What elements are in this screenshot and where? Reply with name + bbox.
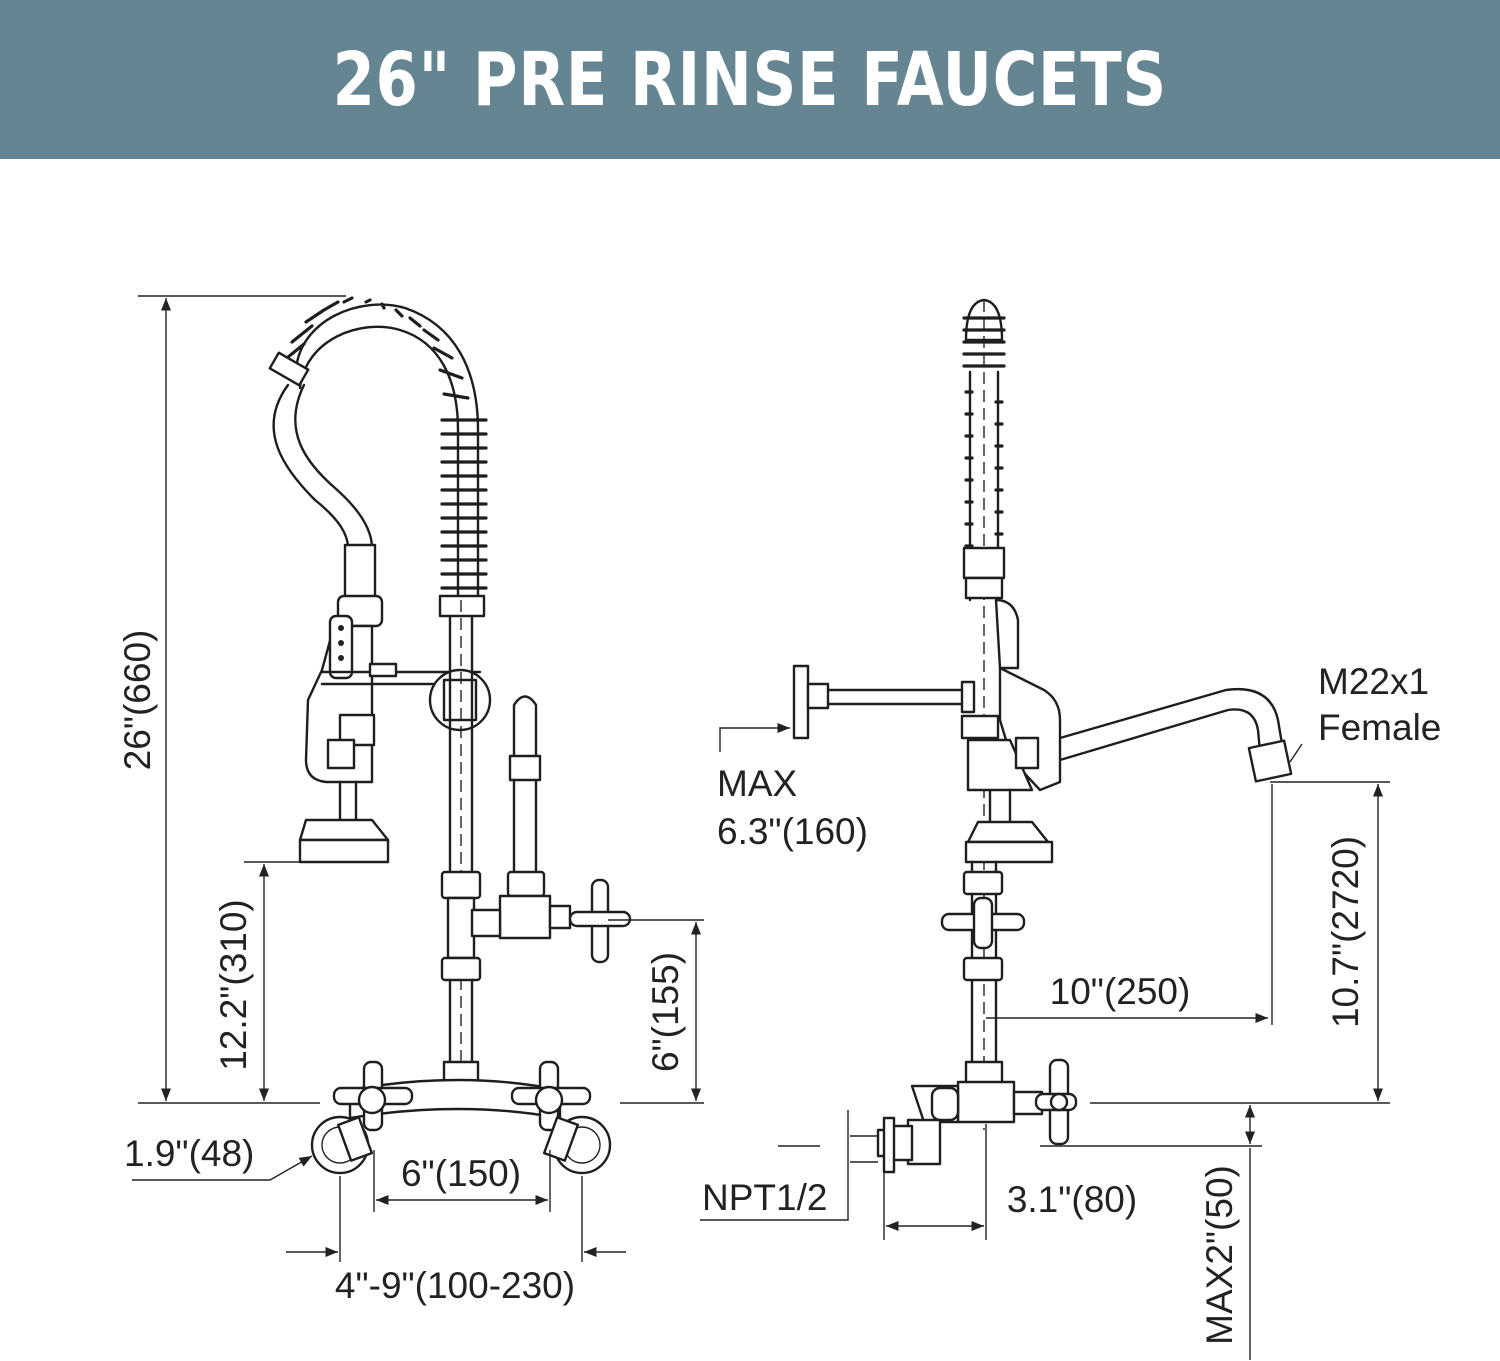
side-valve-handle xyxy=(1034,1058,1078,1146)
side-riser xyxy=(940,860,1026,1086)
page-title: 26" PRE RINSE FAUCETS xyxy=(332,36,1168,123)
valve-height-label: 6"(155) xyxy=(645,952,686,1072)
front-left-inlet xyxy=(310,1115,374,1175)
header-banner: 26" PRE RINSE FAUCETS xyxy=(0,0,1500,159)
front-spring-coil xyxy=(268,296,488,597)
side-addon-handle xyxy=(940,896,1026,950)
front-right-inlet xyxy=(542,1115,612,1175)
inlet-diameter-label: 1.9"(48) xyxy=(124,1133,254,1174)
spout-height-label: 10.7"(2720) xyxy=(1325,836,1366,1028)
side-bracket xyxy=(792,664,1000,740)
overall-height-label: 26"(660) xyxy=(117,630,158,771)
max-bracket-label: MAX xyxy=(717,763,797,804)
side-view: MAX 6.3"(160) M22x1 Female 10.7"(2720) 1… xyxy=(700,298,1441,1360)
inlet-thread-label: NPT1/2 xyxy=(702,1177,827,1218)
front-wall-mount xyxy=(310,1060,612,1175)
front-view: 26"(660) 12.2"(310) 6"(155) 1.9"(48) 6"(… xyxy=(117,295,704,1306)
spout-reach-label: 10"(250) xyxy=(1050,971,1191,1012)
inlet-offset-label: 3.1"(80) xyxy=(1007,1179,1137,1220)
front-hose xyxy=(272,383,374,550)
max-bracket-value: 6.3"(160) xyxy=(717,811,868,852)
front-sprayer xyxy=(298,543,390,864)
max-inlet-height-label: MAX2"(50) xyxy=(1199,1165,1240,1345)
front-spring-rings xyxy=(440,418,488,590)
valve-spacing-label: 6"(150) xyxy=(401,1153,521,1194)
front-left-handle xyxy=(332,1060,414,1132)
spout-thread-label: M22x1 xyxy=(1318,661,1429,702)
front-bracket xyxy=(320,662,492,732)
spout-thread-type: Female xyxy=(1318,707,1441,748)
side-spout xyxy=(1058,687,1293,783)
spray-height-label: 12.2"(310) xyxy=(213,899,254,1071)
front-addon-faucet xyxy=(470,695,632,964)
front-right-handle xyxy=(510,1060,592,1132)
center-range-label: 4"-9"(100-230) xyxy=(335,1265,575,1306)
side-wall-mount xyxy=(876,1058,1078,1174)
side-dimensions xyxy=(700,722,1390,1360)
front-riser xyxy=(438,594,486,1100)
side-sprayer xyxy=(964,576,1062,864)
front-dimensions xyxy=(132,295,704,1262)
